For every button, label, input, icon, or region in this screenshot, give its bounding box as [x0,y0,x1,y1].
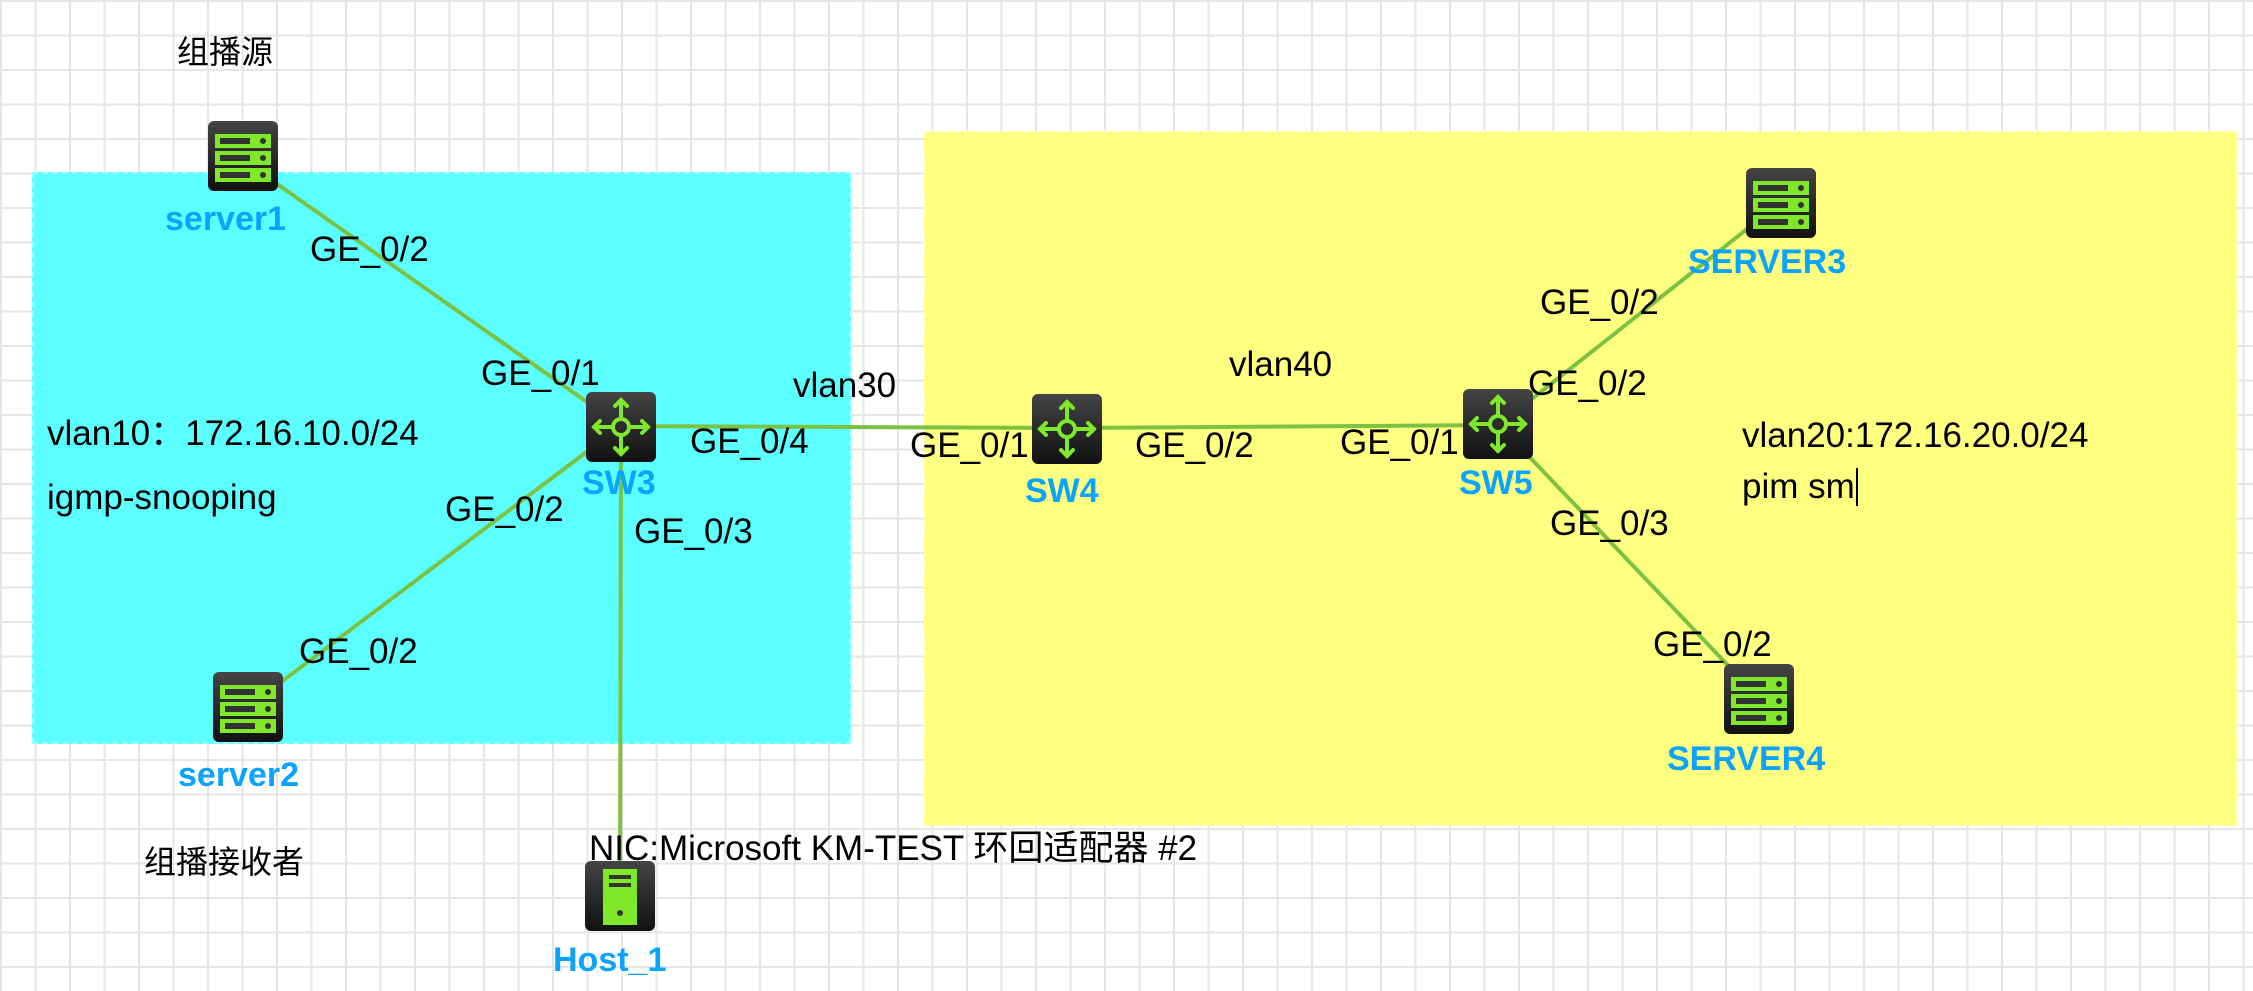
port-label: GE_0/1 [910,426,1029,465]
port-label: GE_0/3 [1550,504,1669,543]
link-sw3-host1[interactable] [618,425,623,897]
server1-device[interactable] [208,121,278,191]
receiver-title: 组播接收者 [144,843,305,881]
server-icon [213,672,283,742]
server1-label: server1 [165,200,287,238]
port-label: GE_0/2 [1540,283,1659,322]
link-sw3-server2[interactable] [246,424,623,709]
vlan10-zone[interactable] [32,172,851,744]
host1-label: Host_1 [553,941,667,979]
vlan40-label: vlan40 [1229,345,1333,384]
server3-label: SERVER3 [1688,243,1847,281]
server4-label: SERVER4 [1667,740,1826,778]
link-server1-sw3[interactable] [241,158,623,428]
server4-device[interactable] [1724,664,1794,734]
sw4-label: SW4 [1025,472,1099,510]
link-sw5-server3[interactable] [1497,201,1782,427]
vlan20-feature: pim sm [1742,467,1855,506]
port-label: GE_0/1 [1340,423,1459,462]
sw3-device[interactable] [586,392,656,462]
l3-switch-icon [1032,394,1102,464]
server-icon [1746,168,1816,238]
port-label: GE_0/1 [481,354,600,393]
vlan10-feature: igmp-snooping [47,478,277,517]
port-label: GE_0/3 [634,512,753,551]
host-pc-icon [585,861,655,931]
vlan20-feature-line[interactable]: pim sm [1742,468,1858,506]
port-label: GE_0/2 [1135,426,1254,465]
server-icon [1724,664,1794,734]
vlan10-info: vlan10：172.16.10.0/24 [47,414,419,453]
server-icon [208,121,278,191]
port-label: GE_0/2 [1653,625,1772,664]
l3-switch-icon [1463,389,1533,459]
host1-device[interactable] [585,861,655,931]
vlan20-zone[interactable] [924,131,2237,826]
link-sw5-server4[interactable] [1497,423,1762,701]
server2-label: server2 [178,756,300,794]
link-sw3-sw4[interactable] [620,424,1068,430]
sw5-device[interactable] [1463,389,1533,459]
source-title: 组播源 [177,33,274,71]
vlan20-info: vlan20:172.16.20.0/24 [1742,416,2089,455]
vlan30-label: vlan30 [793,366,897,405]
text-cursor [1855,468,1858,506]
port-label: GE_0/2 [299,632,418,671]
sw4-device[interactable] [1032,394,1102,464]
server3-device[interactable] [1746,168,1816,238]
port-label: GE_0/2 [445,490,564,529]
link-sw4-sw5[interactable] [1066,423,1500,430]
port-label: GE_0/2 [310,230,429,269]
l3-switch-icon [586,392,656,462]
server2-device[interactable] [213,672,283,742]
port-label: GE_0/4 [690,422,809,461]
port-label: GE_0/2 [1528,364,1647,403]
sw3-label: SW3 [582,464,656,502]
nic-label: NIC:Microsoft KM-TEST 环回适配器 #2 [589,829,1198,868]
sw5-label: SW5 [1459,464,1533,502]
